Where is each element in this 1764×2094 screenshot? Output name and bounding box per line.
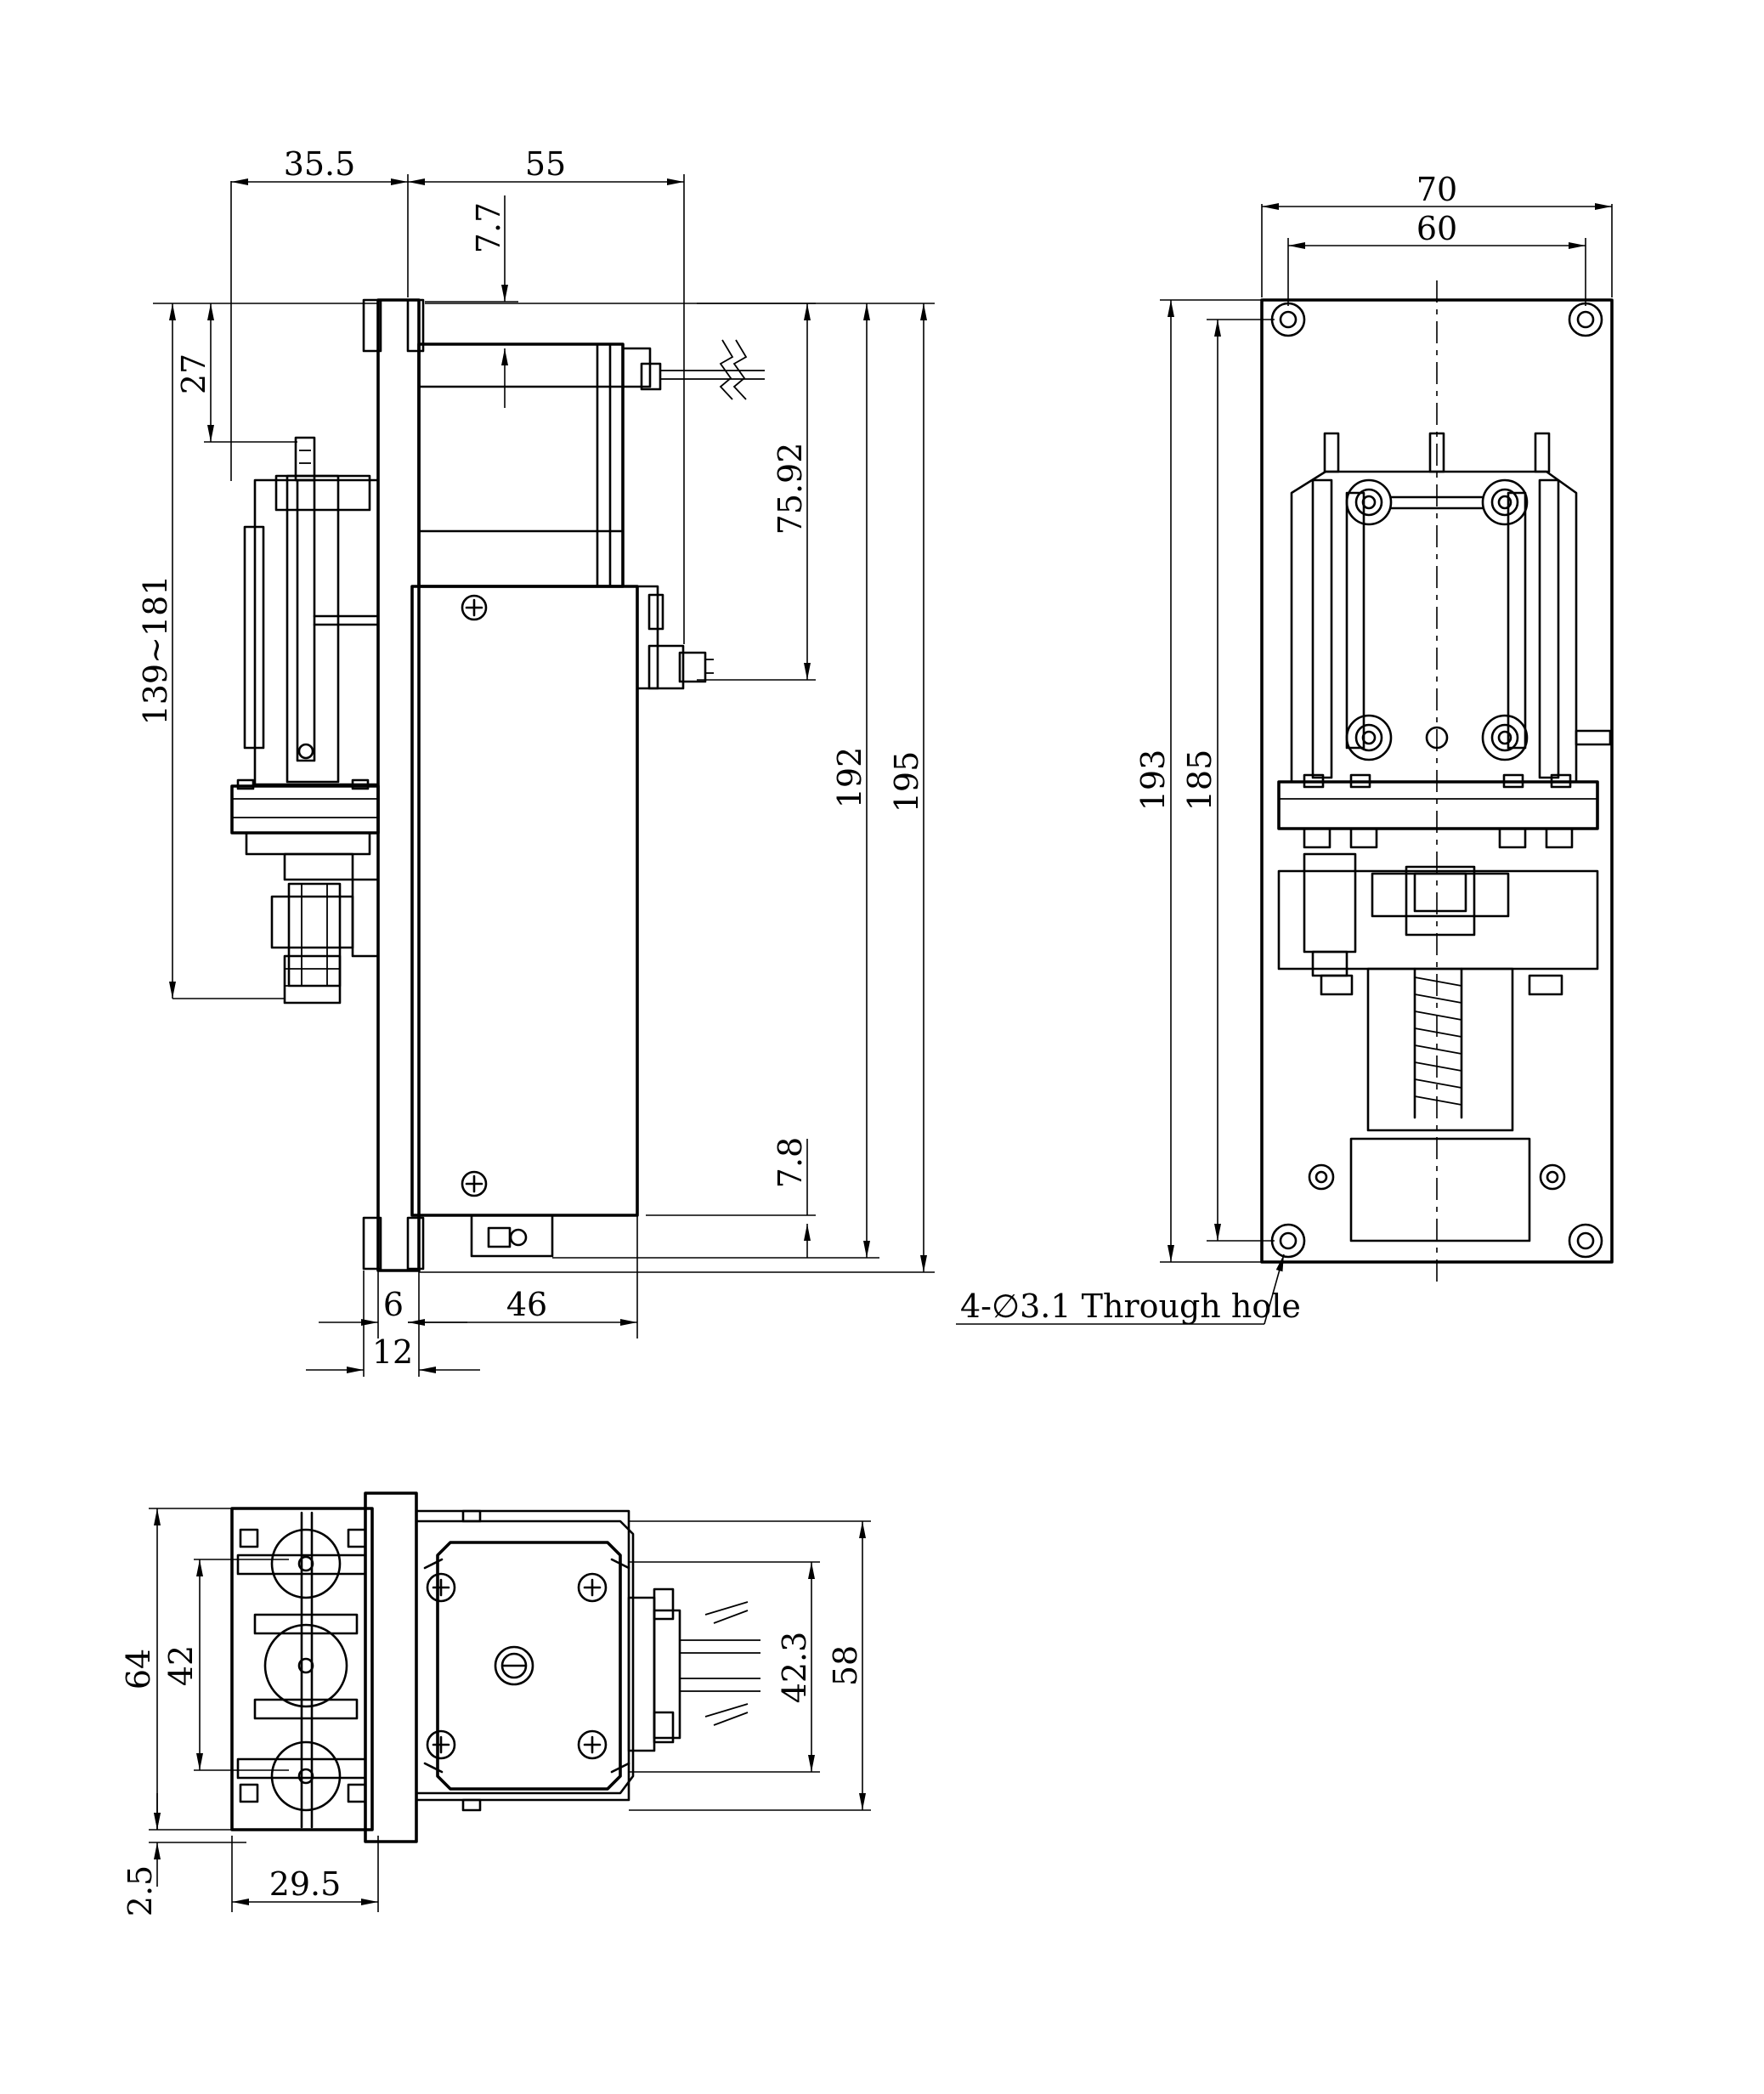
dim-58: 58: [827, 1645, 864, 1686]
pump-head-front: [1277, 432, 1612, 1242]
dim-55: 55: [525, 145, 566, 183]
pump-head-bottom: [230, 1507, 374, 1831]
bottom-view: 64 42 42.3 58 2.5 29.5: [120, 1491, 871, 1916]
hole-icon: [1568, 302, 1603, 337]
plate-tab-top-left: [362, 298, 382, 353]
dim-7-7: 7.7: [470, 202, 507, 253]
dim-29-5: 29.5: [269, 1865, 342, 1903]
shaft-icon: [494, 1645, 534, 1686]
dim-6: 6: [383, 1286, 404, 1323]
dim-192: 192: [831, 747, 868, 809]
dim-193: 193: [1134, 750, 1172, 812]
hole-icon: [1568, 1223, 1603, 1259]
dim-75-92: 75.92: [772, 443, 809, 535]
screw-icon: [461, 1170, 488, 1197]
hole-icon: [1308, 1163, 1335, 1191]
dim-12: 12: [372, 1333, 413, 1371]
motor-face: [436, 1541, 622, 1791]
dim-27: 27: [175, 354, 212, 394]
screw-icon: [461, 594, 488, 621]
dim-70: 70: [1416, 171, 1457, 208]
screw-icon: [577, 1729, 608, 1760]
stepper-motor: [417, 339, 765, 588]
dim-42-3: 42.3: [776, 1632, 813, 1704]
dim-139-181: 139~181: [137, 575, 174, 726]
pump-head-side: [230, 436, 380, 1005]
screw-icon: [426, 1729, 456, 1760]
dim-185: 185: [1181, 750, 1218, 812]
driver-box: [410, 585, 714, 1258]
screw-icon: [577, 1572, 608, 1603]
side-view: 35.5 55 7.7 27 139~181 75.92 192 195 7.8…: [137, 145, 935, 1377]
plate-tab-bottom-right: [406, 1216, 425, 1271]
plate-tab-top-right: [406, 298, 425, 353]
dim-2-5: 2.5: [122, 1865, 159, 1916]
dim-64: 64: [120, 1649, 157, 1689]
dim-195: 195: [888, 751, 925, 813]
dim-60: 60: [1416, 210, 1457, 247]
hole-note: 4-∅3.1 Through hole: [960, 1288, 1301, 1325]
dim-35-5: 35.5: [284, 145, 356, 183]
plate-tab-bottom-left: [362, 1216, 382, 1271]
dim-42: 42: [162, 1645, 200, 1686]
front-view: 70 60 193 185 4-∅3.1 Through hole: [956, 171, 1614, 1325]
hole-icon: [1539, 1163, 1566, 1191]
screw-icon: [426, 1572, 456, 1603]
side-dim-lines: [153, 174, 935, 1377]
hole-icon: [1270, 302, 1306, 337]
rollers: [236, 1511, 367, 1829]
hole-icon: [1270, 1223, 1306, 1259]
dim-7-8: 7.8: [772, 1137, 809, 1188]
dim-46: 46: [506, 1286, 547, 1323]
